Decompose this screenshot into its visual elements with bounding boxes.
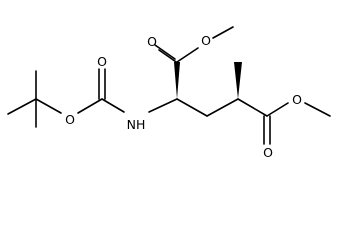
atom-o-upper-ester: O <box>201 33 211 48</box>
atom-o-boc-ether: O <box>65 112 75 127</box>
bond-upper-ester-c-o <box>176 47 199 63</box>
bond-tbu-to-oxygen <box>35 98 62 114</box>
atom-o-boc-carbonyl: O <box>97 54 107 69</box>
atom-o-upper-carbonyl: O <box>147 34 157 49</box>
atom-nh: NH <box>127 117 146 132</box>
bond-ch2-to-beta <box>206 98 239 117</box>
bond-lower-o-methyl <box>304 102 331 117</box>
bond-upper-o-methyl <box>212 26 234 39</box>
atom-o-lower-carbonyl: O <box>263 145 273 160</box>
bond-upper-carbonyl-double-1 <box>158 49 180 65</box>
bond-lower-ester-c-o <box>266 102 289 117</box>
atom-o-lower-ester: O <box>292 92 302 107</box>
bond-alpha-to-ch2 <box>176 98 208 117</box>
bond-nh-to-alpha-carbon <box>148 98 178 113</box>
wedge-alpha-to-ester <box>174 62 180 99</box>
structure-diagram: O O NH O O O O <box>7 26 331 160</box>
bond-oxygen-to-boc-carbon <box>77 98 103 114</box>
bond-beta-to-ester-carbon <box>237 98 268 117</box>
bond-boc-carbon-to-nh <box>101 98 125 113</box>
bond-tbu-methyl-left <box>7 98 37 115</box>
bond-upper-carbonyl-double-2 <box>154 44 176 60</box>
wedge-beta-to-methyl <box>234 62 242 99</box>
